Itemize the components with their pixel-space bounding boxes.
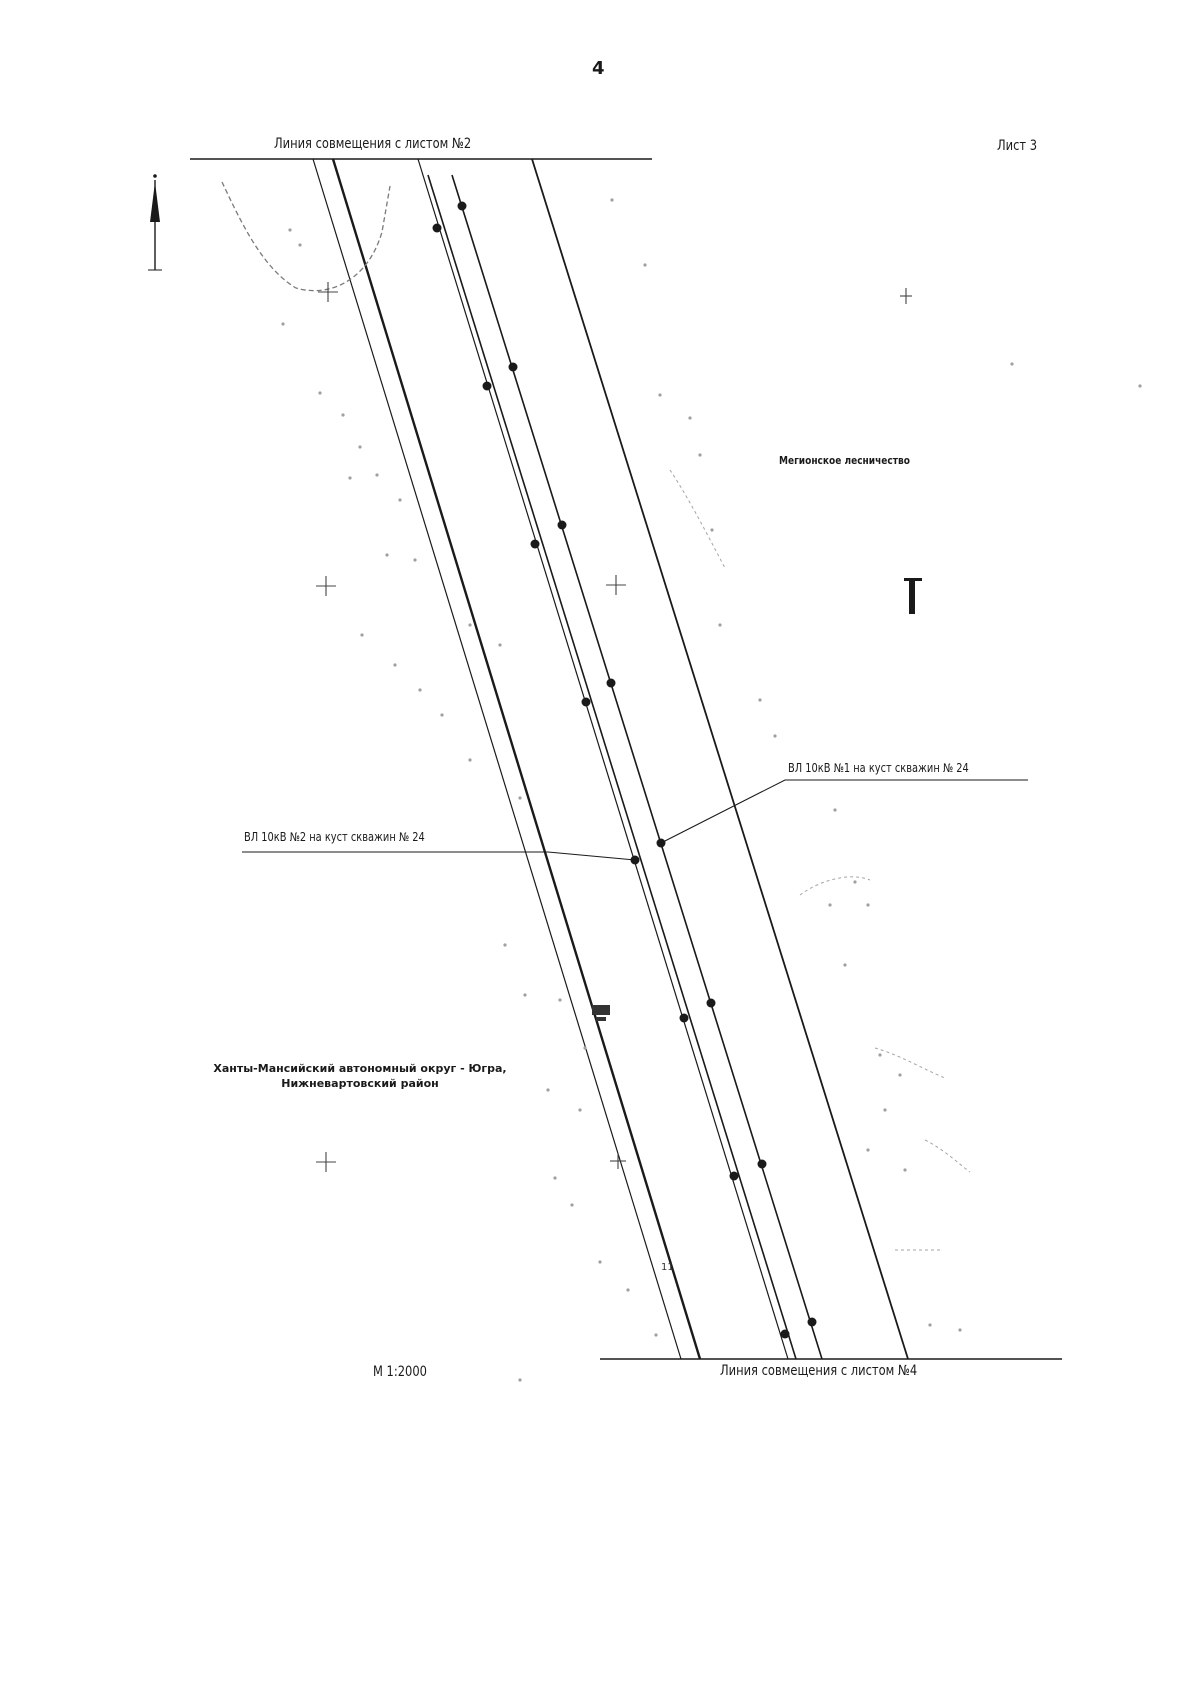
scale-label: М 1:2000 [373, 1364, 427, 1380]
grid-cross-icon [900, 288, 912, 304]
grid-cross-icon [606, 575, 626, 595]
grid-cross-icon [318, 282, 338, 302]
pole [530, 539, 540, 549]
corridor-left-boundary [331, 158, 702, 1360]
grid-cross-icon [316, 576, 336, 596]
corridor-inner-left-boundary [312, 158, 682, 1360]
power-line-1-label: ВЛ 10кВ №1 на куст скважин № 24 [788, 761, 969, 775]
vegetation-symbols [281, 198, 1142, 1382]
marsh-symbol-icon [592, 1005, 610, 1021]
pole [679, 1013, 689, 1023]
pole [729, 1171, 739, 1181]
pole [807, 1317, 817, 1327]
power-line-1 [451, 174, 823, 1360]
north-arrow-icon [148, 174, 162, 271]
pole [581, 697, 591, 707]
grid-crosses [316, 282, 912, 1172]
pole [557, 520, 567, 530]
terrain-contour [221, 181, 391, 292]
pole [482, 381, 492, 391]
bottom-match-line-label: Линия совмещения с листом №4 [720, 1363, 918, 1379]
page-number: 4 [592, 58, 605, 79]
sheet-label: Лист 3 [997, 138, 1038, 154]
corridor-right-boundary [531, 158, 909, 1360]
pole [508, 362, 518, 372]
power-line-1-poles [457, 201, 817, 1327]
relief-edges [669, 469, 971, 1251]
power-line-2-label: ВЛ 10кВ №2 на куст скважин № 24 [244, 830, 425, 844]
corridor-inner-right-boundary [417, 158, 789, 1360]
survey-point-icon [904, 578, 922, 614]
forestry-label: Мегионское лесничество [779, 454, 910, 467]
power-line-2-leader [242, 851, 636, 861]
pole [780, 1329, 790, 1339]
grid-cross-icon [316, 1152, 336, 1172]
region-label: Ханты-Мансийский автономный округ - Югра… [170, 1062, 550, 1092]
pole [706, 998, 716, 1008]
pole [606, 678, 616, 688]
pole [432, 223, 442, 233]
pole [457, 201, 467, 211]
power-line-1-leader [660, 779, 1028, 844]
pole [757, 1159, 767, 1169]
power-line-2 [427, 174, 797, 1360]
grid-cross-icon [610, 1153, 626, 1169]
region-label-line-2: Нижневартовский район [281, 1076, 439, 1090]
pole-marker-label: 11 [661, 1262, 674, 1273]
power-line-2-poles [432, 223, 790, 1339]
region-label-line-1: Ханты-Мансийский автономный округ - Югра… [213, 1062, 507, 1075]
top-match-line-label: Линия совмещения с листом №2 [274, 136, 472, 152]
